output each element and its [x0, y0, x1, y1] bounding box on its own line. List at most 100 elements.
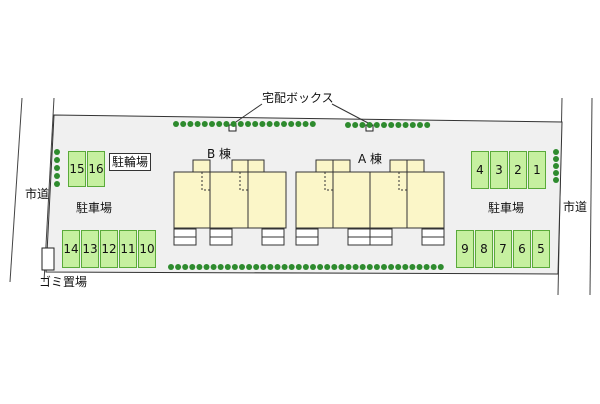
hedge-dot	[310, 264, 316, 270]
building-a-entrances	[295, 228, 445, 246]
hedge-dot	[239, 264, 245, 270]
hedge-dot	[182, 264, 189, 270]
hedge-dot	[216, 121, 223, 127]
parking-space: 11	[119, 230, 137, 268]
hedge-dot	[402, 122, 409, 128]
hedge-dot	[295, 264, 302, 270]
parking-space: 2	[509, 151, 527, 189]
hedge-dot	[224, 264, 231, 270]
hedge-dot	[437, 264, 444, 270]
hedge-dot	[352, 122, 359, 128]
hedge-dot	[402, 264, 409, 270]
building-a-unit-4	[406, 171, 445, 229]
hedge-dot	[302, 264, 309, 270]
hedge-dot	[217, 264, 224, 270]
hedge-dot	[230, 121, 237, 127]
hedge-dot	[302, 121, 309, 127]
parking-space: 12	[100, 230, 118, 268]
garbage-area-label: ゴミ置場	[39, 275, 88, 289]
building-a-label: A 棟	[358, 152, 383, 166]
building-b-unit-3	[247, 171, 287, 229]
delivery-box-label: 宅配ボックス	[262, 91, 334, 105]
hedge-dot	[352, 264, 359, 270]
hedge-dot	[196, 264, 203, 270]
hedge-dot	[553, 170, 559, 176]
hedge-dot	[274, 264, 281, 270]
garbage-area-box	[41, 247, 55, 271]
city-road-right-label: 市道	[563, 200, 588, 214]
hedge-group	[54, 121, 559, 270]
hedge-dot	[259, 121, 266, 127]
hedge-dot	[231, 264, 238, 270]
bicycle-parking-label: 駐輪場	[109, 153, 152, 171]
building-b-bump-2	[231, 159, 249, 173]
hedge-dot	[288, 121, 295, 127]
hedge-dot	[281, 264, 288, 270]
parking-space: 6	[513, 230, 531, 268]
hedge-dot	[267, 264, 274, 270]
hedge-dot	[175, 264, 182, 270]
hedge-dot	[54, 149, 60, 155]
parking-left-label: 駐車場	[76, 201, 113, 215]
hedge-dot	[366, 264, 373, 270]
parking-space: 3	[490, 151, 508, 189]
parking-space: 15	[68, 151, 86, 187]
city-road-left-label: 市道	[25, 187, 50, 201]
hedge-dot	[281, 121, 287, 127]
building-a-unit-3	[369, 171, 408, 229]
hedge-dot	[54, 165, 60, 171]
hedge-dot	[210, 264, 217, 270]
hedge-dot	[223, 121, 230, 127]
building-a-unit-1	[295, 171, 334, 229]
hedge-dot	[424, 122, 431, 128]
hedge-dot	[409, 264, 416, 270]
hedge-dot	[373, 122, 380, 128]
parking-space: 9	[456, 230, 474, 268]
building-a	[295, 159, 445, 229]
building-a-stairs	[324, 172, 407, 191]
hedge-dot	[189, 264, 196, 270]
hedge-dot	[54, 173, 60, 179]
hedge-dot	[359, 122, 366, 128]
hedge-dot	[381, 264, 387, 270]
hedge-dot	[295, 121, 302, 127]
right-road-line-outer	[589, 97, 593, 296]
hedge-dot	[409, 122, 416, 128]
hedge-dot	[324, 264, 331, 270]
parking-space: 8	[475, 230, 493, 268]
building-a-bump-3	[389, 159, 408, 173]
hedge-dot	[180, 121, 187, 127]
building-b-stairs	[201, 172, 248, 191]
building-b-bump-3	[247, 159, 265, 173]
building-a-bump-2	[332, 159, 351, 173]
hedge-dot	[553, 177, 559, 183]
parking-space: 1	[528, 151, 546, 189]
hedge-dot	[416, 264, 423, 270]
building-a-bump-4	[406, 159, 425, 173]
building-b-entrances	[173, 228, 285, 246]
hedge-dot	[273, 121, 280, 127]
hedge-dot	[388, 264, 395, 270]
hedge-dot	[553, 156, 559, 162]
hedge-dot	[373, 264, 380, 270]
hedge-dot	[553, 149, 559, 155]
hedge-dot	[317, 264, 324, 270]
hedge-dot	[245, 121, 251, 127]
hedge-dot	[168, 264, 174, 270]
hedge-dot	[209, 121, 215, 127]
hedge-dot	[288, 264, 295, 270]
hedge-dot	[266, 121, 273, 127]
hedge-dot	[388, 122, 395, 128]
hedge-dot	[187, 121, 194, 127]
hedge-dot	[54, 157, 60, 163]
parking-space: 7	[494, 230, 512, 268]
delivery-box-leader-right	[331, 103, 371, 125]
hedge-dot	[553, 163, 559, 169]
parking-space: 5	[532, 230, 550, 268]
building-a-unit-2	[332, 171, 371, 229]
hedge-dot	[366, 122, 373, 128]
hedge-dot	[246, 264, 253, 270]
parking-space: 16	[87, 151, 105, 187]
parking-space: 10	[138, 230, 156, 268]
hedge-dot	[423, 264, 430, 270]
